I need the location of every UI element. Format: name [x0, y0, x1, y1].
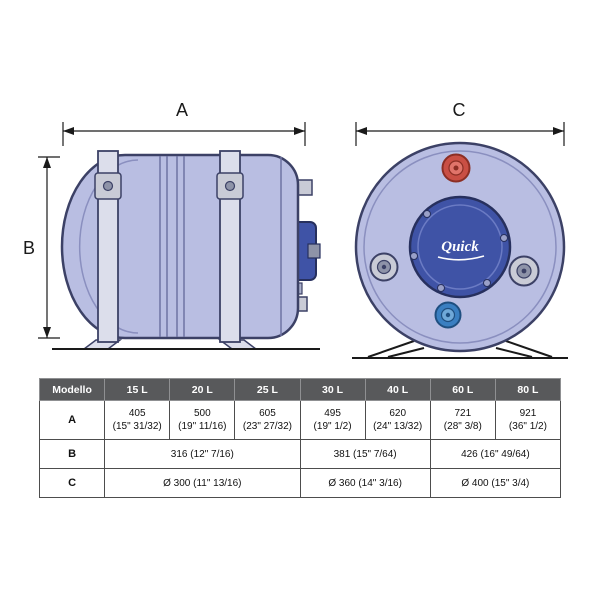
value-a-25l: 605 (23" 27/32) — [234, 400, 301, 440]
quick-logo-underline — [437, 255, 485, 261]
side-view — [52, 150, 321, 350]
strap-screw-left — [102, 180, 114, 192]
front-rim-circle — [363, 150, 557, 344]
col-header-40l: 40 L — [364, 378, 431, 401]
value-b-30-40l: 381 (15" 7/64) — [299, 439, 431, 469]
col-header-modello: Modello — [38, 378, 106, 401]
value-b-15-25l: 316 (12" 7/16) — [104, 439, 301, 469]
row-label-c: C — [38, 468, 106, 498]
dim-label-c: C — [453, 100, 466, 120]
value-c-15-25l: Ø 300 (11" 13/16) — [104, 468, 301, 498]
col-header-60l: 60 L — [429, 378, 496, 401]
value-a-15l: 405 (15" 31/32) — [104, 400, 171, 440]
side-flange-fitting — [307, 243, 321, 259]
dim-label-a: A — [176, 100, 188, 120]
value-a-30l: 495 (19" 1/2) — [299, 400, 366, 440]
drawing-svg: Quick — [23, 100, 568, 359]
front-hub-inner-ring — [417, 204, 503, 290]
row-label-b: B — [38, 439, 106, 469]
table-row-a: A 405 (15" 31/32) 500 (19" 11/16) 605 (2… — [38, 400, 562, 440]
col-header-80l: 80 L — [494, 378, 562, 401]
col-header-15l: 15 L — [104, 378, 171, 401]
ring-ridges — [159, 156, 185, 337]
value-a-40l: 620 (24" 13/32) — [364, 400, 431, 440]
col-header-20l: 20 L — [169, 378, 236, 401]
value-a-20l: 500 (19" 11/16) — [169, 400, 236, 440]
fitting-blue — [434, 301, 462, 329]
table-row-c: C Ø 300 (11" 13/16) Ø 360 (14" 3/16) Ø 4… — [38, 468, 562, 498]
col-header-30l: 30 L — [299, 378, 366, 401]
header-row: Modello 15 L 20 L 25 L 30 L 40 L 60 L 80… — [38, 378, 562, 401]
fitting-gray-left — [369, 252, 399, 282]
value-c-30-40l: Ø 360 (14" 3/16) — [299, 468, 431, 498]
front-feet — [352, 340, 568, 359]
dimension-lines — [38, 122, 565, 339]
mounting-straps — [94, 150, 244, 343]
value-c-60-80l: Ø 400 (15" 3/4) — [429, 468, 562, 498]
fitting-gray-right — [508, 255, 540, 287]
front-view: Quick — [352, 141, 568, 359]
hub-bolts — [410, 210, 508, 292]
front-hub — [408, 195, 512, 299]
dim-label-b: B — [23, 238, 35, 258]
quick-logo: Quick — [441, 239, 479, 255]
value-a-60l: 721 (28" 3/8) — [429, 400, 496, 440]
technical-drawing: Quick — [23, 100, 568, 359]
value-a-80l: 921 (36" 1/2) — [494, 400, 562, 440]
fitting-red — [441, 153, 471, 183]
spec-table: Modello 15 L 20 L 25 L 30 L 40 L 60 L 80… — [38, 378, 562, 498]
row-label-a: A — [38, 400, 106, 440]
strap-screw-right — [224, 180, 236, 192]
table-row-b: B 316 (12" 7/16) 381 (15" 7/64) 426 (16"… — [38, 439, 562, 469]
value-b-60-80l: 426 (16" 49/64) — [429, 439, 562, 469]
col-header-25l: 25 L — [234, 378, 301, 401]
